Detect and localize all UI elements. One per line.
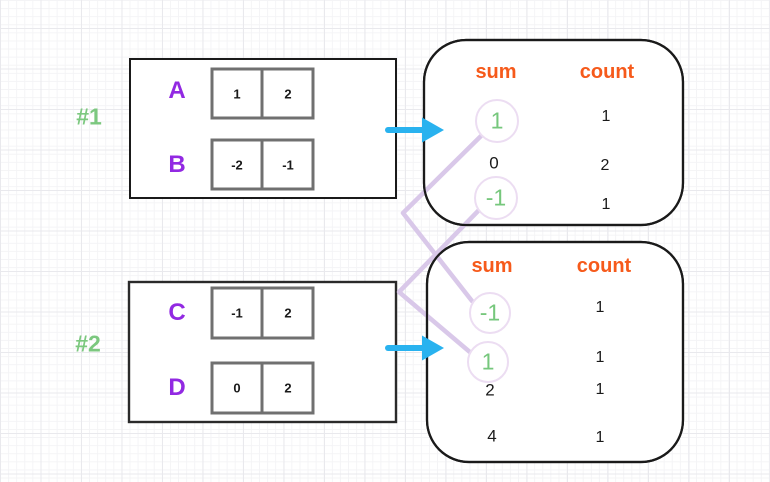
- flow-arrow-icon: [385, 117, 444, 143]
- array-b-value-1: -1: [282, 157, 294, 173]
- cell-d0: [210, 361, 264, 415]
- cell-d1: [260, 361, 315, 415]
- array-d-value-1: 2: [284, 380, 292, 396]
- connector-line-2: [396, 206, 483, 356]
- count-value: 2: [600, 157, 610, 174]
- example-2-label: #2: [75, 330, 101, 357]
- count-value: 1: [595, 429, 605, 446]
- sum-value: 2: [485, 380, 495, 400]
- array-a-name: A: [168, 77, 186, 104]
- array-a-value-0: 1: [233, 86, 241, 102]
- count-value: 1: [595, 349, 605, 366]
- count-value: 1: [595, 381, 605, 398]
- array-c-value-1: 2: [284, 305, 292, 321]
- result-card-1: [422, 38, 685, 227]
- count-header-2: count: [576, 255, 632, 277]
- cell-a1: [260, 67, 315, 120]
- sum-header-1: sum: [475, 61, 517, 83]
- sum-value: -1: [479, 299, 501, 326]
- highlight-circle: [475, 99, 519, 143]
- cell-b1: [260, 138, 315, 191]
- sum-value: 4: [487, 426, 497, 446]
- count-value: 1: [601, 196, 611, 213]
- count-header-1: count: [579, 61, 635, 83]
- sum-value: 0: [489, 153, 499, 173]
- cell-a0: [210, 67, 264, 120]
- array-a-value-1: 2: [284, 86, 292, 102]
- array-b-name: B: [168, 151, 186, 178]
- count-value: 1: [595, 299, 605, 316]
- sum-value: -1: [485, 184, 507, 211]
- flow-arrow-icon: [385, 335, 444, 361]
- result-card-2: [425, 240, 685, 464]
- cell-c0: [210, 286, 264, 340]
- array-d-value-0: 0: [233, 380, 241, 396]
- array-d-name: D: [168, 374, 186, 401]
- array-b-value-0: -2: [231, 157, 243, 173]
- array-c-name: C: [168, 299, 186, 326]
- connector-line-1: [400, 131, 486, 304]
- count-value: 1: [601, 108, 611, 125]
- sum-header-2: sum: [471, 255, 513, 277]
- cell-b0: [210, 138, 264, 191]
- highlight-circle: [474, 176, 518, 220]
- sum-value: 1: [490, 107, 504, 134]
- example-1-label: #1: [76, 103, 102, 130]
- highlight-circle: [469, 292, 511, 334]
- array-c-value-0: -1: [231, 305, 243, 321]
- sum-value: 1: [481, 348, 495, 375]
- cell-c1: [260, 286, 315, 340]
- highlight-circle: [467, 341, 509, 383]
- array-cells: [210, 67, 315, 415]
